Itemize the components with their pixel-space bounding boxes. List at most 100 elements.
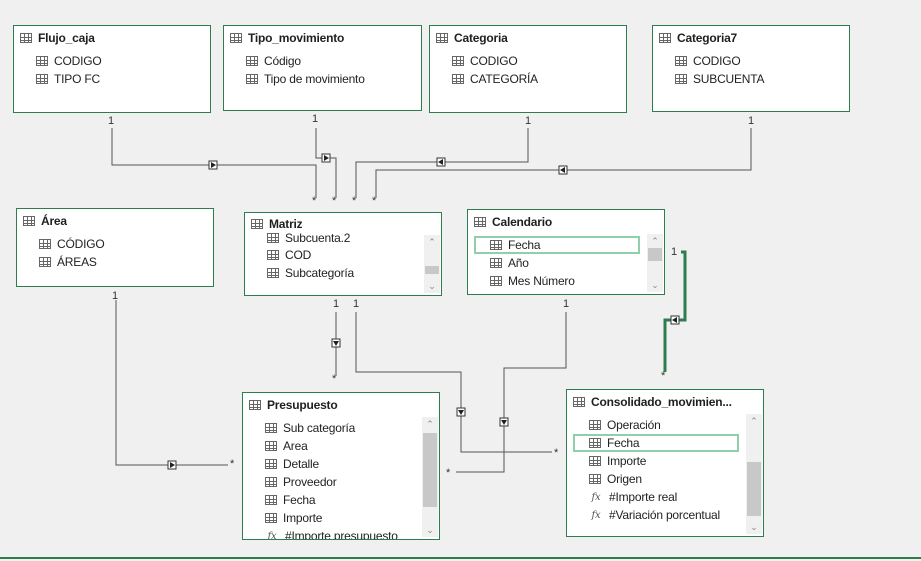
scroll-down-icon[interactable]: ⌄ bbox=[428, 281, 436, 291]
field-name: #Importe presupuesto bbox=[285, 529, 398, 540]
table-matriz[interactable]: Matriz Subcuenta.2 COD Subcategoría ⌃ ⌄ bbox=[244, 212, 442, 296]
table-area[interactable]: Área CÓDIGO ÁREAS bbox=[16, 208, 214, 287]
scroll-thumb[interactable] bbox=[648, 248, 662, 261]
scroll-up-icon[interactable]: ⌃ bbox=[750, 416, 758, 426]
relationship-matriz-presupuesto[interactable] bbox=[331, 312, 341, 376]
table-consolidado-movimientos[interactable]: Consolidado_movimien... Operación Fecha … bbox=[566, 389, 764, 537]
table-categoria[interactable]: Categoria CODIGO CATEGORÍA bbox=[429, 25, 627, 113]
scrollbar[interactable]: ⌃ ⌄ bbox=[424, 235, 440, 293]
measure-icon: fx bbox=[591, 491, 601, 503]
field-row[interactable]: Sub categoría bbox=[243, 419, 439, 437]
relationship-flujo-caja-matriz[interactable] bbox=[111, 128, 317, 198]
cardinality-one: 1 bbox=[333, 298, 340, 310]
arrow-icon bbox=[211, 162, 216, 168]
field-row[interactable]: Subcuenta.2 bbox=[245, 230, 441, 246]
field-row[interactable]: COD bbox=[245, 246, 441, 264]
table-icon bbox=[436, 33, 448, 43]
field-name: Fecha bbox=[607, 436, 640, 450]
field-row-measure[interactable]: fx #Importe presupuesto bbox=[243, 527, 439, 540]
table-tipo-movimiento[interactable]: Tipo_movimiento Código Tipo de movimient… bbox=[223, 25, 422, 111]
field-row[interactable]: SUBCUENTA bbox=[653, 70, 849, 88]
scroll-down-icon[interactable]: ⌄ bbox=[651, 280, 659, 290]
field-row[interactable]: Detalle bbox=[243, 455, 439, 473]
column-icon bbox=[589, 438, 601, 448]
table-title: Tipo_movimiento bbox=[248, 31, 345, 45]
column-icon bbox=[589, 420, 601, 430]
field-row[interactable]: Proveedor bbox=[243, 473, 439, 491]
table-categoria7[interactable]: Categoria7 CODIGO SUBCUENTA bbox=[652, 25, 850, 112]
relationship-categoria-matriz[interactable] bbox=[355, 128, 529, 198]
relationship-categoria7-matriz[interactable] bbox=[375, 128, 752, 198]
cardinality-one: 1 bbox=[671, 246, 678, 258]
field-row[interactable]: CÓDIGO bbox=[17, 235, 213, 253]
scroll-up-icon[interactable]: ⌃ bbox=[651, 236, 659, 246]
table-presupuesto[interactable]: Presupuesto Sub categoría Area Detalle P… bbox=[242, 392, 440, 540]
table-icon bbox=[23, 216, 35, 226]
relationship-tipo-movimiento-matriz[interactable] bbox=[315, 128, 337, 198]
scroll-thumb[interactable] bbox=[747, 462, 761, 516]
relationship-calendario-presupuesto[interactable] bbox=[456, 312, 567, 473]
field-row-selected[interactable]: Fecha bbox=[474, 236, 640, 254]
field-row-selected[interactable]: Fecha bbox=[573, 434, 739, 452]
scrollbar[interactable]: ⌃ ⌄ bbox=[647, 234, 663, 292]
relationship-matriz-consolidado[interactable] bbox=[355, 312, 552, 453]
column-icon bbox=[589, 474, 601, 484]
measure-icon: fx bbox=[267, 530, 277, 540]
column-icon bbox=[265, 495, 277, 505]
scroll-thumb[interactable] bbox=[423, 433, 437, 507]
field-row[interactable]: Código bbox=[224, 52, 421, 70]
field-row[interactable]: Fecha bbox=[243, 491, 439, 509]
field-row[interactable]: Subcategoría bbox=[245, 264, 441, 282]
table-title: Consolidado_movimien... bbox=[591, 395, 732, 409]
field-name: Fecha bbox=[283, 493, 316, 507]
table-calendario[interactable]: Calendario Fecha Año Mes Número ⌃ ⌄ bbox=[467, 209, 665, 295]
field-name: CODIGO bbox=[693, 54, 741, 68]
field-row[interactable]: Tipo de movimiento bbox=[224, 70, 421, 88]
scroll-up-icon[interactable]: ⌃ bbox=[428, 237, 436, 247]
table-icon bbox=[230, 33, 242, 43]
field-row[interactable]: CATEGORÍA bbox=[430, 70, 626, 88]
field-row[interactable]: Mes Número bbox=[468, 272, 664, 290]
scroll-up-icon[interactable]: ⌃ bbox=[426, 419, 434, 429]
field-name: #Importe real bbox=[609, 490, 678, 504]
relationship-area-presupuesto[interactable] bbox=[115, 300, 228, 470]
field-row[interactable]: Importe bbox=[243, 509, 439, 527]
table-icon bbox=[20, 33, 32, 43]
field-row[interactable]: Importe bbox=[567, 452, 763, 470]
field-row[interactable]: Año bbox=[468, 254, 664, 272]
field-row[interactable]: TIPO FC bbox=[14, 70, 210, 88]
field-row[interactable]: CODIGO bbox=[653, 52, 849, 70]
scrollbar[interactable]: ⌃ ⌄ bbox=[746, 414, 762, 534]
field-row[interactable]: Operación bbox=[567, 416, 763, 434]
field-name: Año bbox=[508, 256, 529, 270]
scrollbar[interactable]: ⌃ ⌄ bbox=[422, 417, 438, 537]
field-row-measure[interactable]: fx #Importe real bbox=[567, 488, 763, 506]
arrow-icon bbox=[438, 159, 443, 165]
cardinality-one: 1 bbox=[112, 290, 119, 302]
cardinality-one: 1 bbox=[563, 298, 570, 310]
column-icon bbox=[267, 233, 279, 243]
field-row[interactable]: Origen bbox=[567, 470, 763, 488]
field-name: Area bbox=[283, 439, 308, 453]
column-icon bbox=[490, 258, 502, 268]
relationship-calendario-consolidado[interactable] bbox=[663, 250, 687, 372]
field-row[interactable]: ÁREAS bbox=[17, 253, 213, 271]
table-flujo-caja[interactable]: Flujo_caja CODIGO TIPO FC bbox=[13, 25, 211, 113]
table-title: Categoria7 bbox=[677, 31, 738, 45]
field-row[interactable]: CODIGO bbox=[430, 52, 626, 70]
cardinality-one: 1 bbox=[748, 115, 755, 127]
cardinality-many: * bbox=[312, 195, 317, 207]
column-icon bbox=[452, 56, 464, 66]
table-title: Matriz bbox=[269, 217, 303, 231]
arrow-icon bbox=[501, 420, 507, 425]
scroll-thumb[interactable] bbox=[425, 266, 439, 274]
column-icon bbox=[265, 441, 277, 451]
field-name: Mes Número bbox=[508, 274, 575, 288]
field-name: CODIGO bbox=[470, 54, 518, 68]
column-icon bbox=[36, 74, 48, 84]
scroll-down-icon[interactable]: ⌄ bbox=[426, 525, 434, 535]
field-row[interactable]: CODIGO bbox=[14, 52, 210, 70]
field-row-measure[interactable]: fx#Variación porcentual bbox=[567, 506, 763, 524]
scroll-down-icon[interactable]: ⌄ bbox=[750, 522, 758, 532]
field-row[interactable]: Area bbox=[243, 437, 439, 455]
